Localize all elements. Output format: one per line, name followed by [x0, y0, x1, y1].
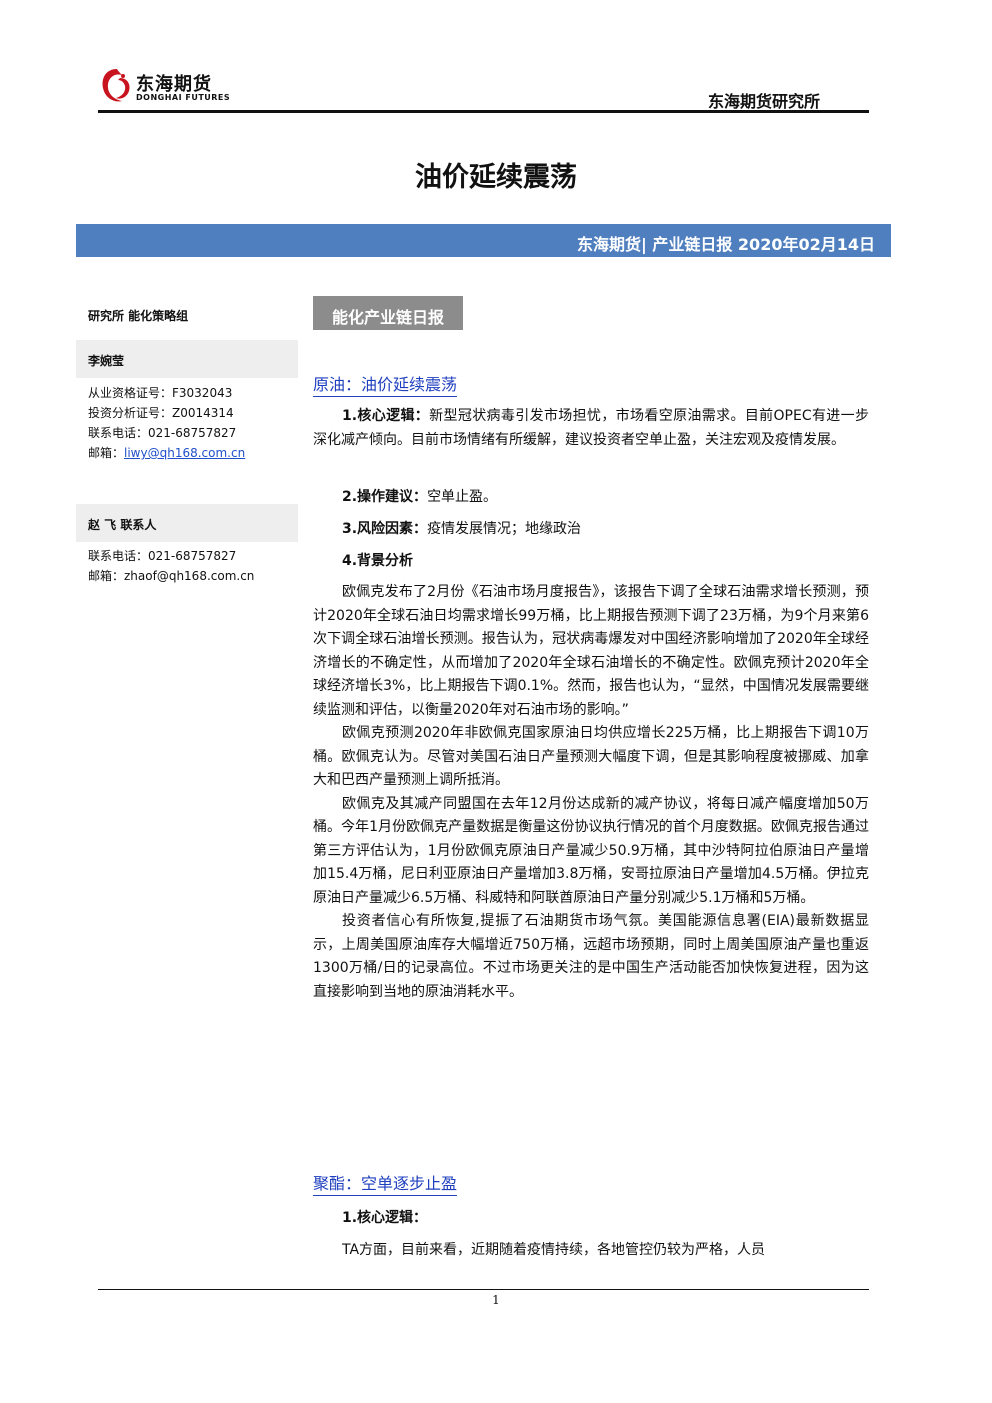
analyst-qualification: 从业资格证号：F3032043 — [88, 386, 233, 400]
crude-background-label: 4.背景分析 — [313, 550, 869, 574]
polyester-text: TA方面，目前来看，近期随着疫情持续，各地管控仍较为严格，人员 — [313, 1239, 869, 1263]
risk-text: 疫情发展情况；地缘政治 — [427, 521, 582, 537]
logic-text: 新型冠状病毒引发市场担忧，市场看空原油需求。目前OPEC有进一步深化减产倾向。目… — [313, 408, 869, 448]
sidebar-org: 研究所 能化策略组 — [88, 309, 189, 323]
polyester-paragraph-1: TA方面，目前来看，近期随着疫情持续，各地管控仍较为严格，人员 — [342, 1242, 766, 1258]
analyst-name-band: 李婉莹 — [76, 340, 298, 378]
page-number: 1 — [492, 1293, 500, 1307]
logo-chinese-text: 东海期货 — [136, 74, 212, 95]
polyester-logic-label: 1.核心逻辑： — [313, 1207, 869, 1231]
background-label: 4.背景分析 — [342, 553, 414, 569]
analyst-email-link[interactable]: liwy@qh168.com.cn — [124, 446, 246, 460]
background-paragraph-4: 投资者信心有所恢复,提振了石油期货市场气氛。美国能源信息署(EIA)最新数据显示… — [313, 913, 869, 1000]
banner-text: 东海期货| 产业链日报 2020年02月14日 — [576, 235, 875, 254]
crude-advice: 2.操作建议：空单止盈。 — [313, 486, 869, 510]
risk-label: 3.风险因素： — [342, 521, 428, 537]
contact-phone: 联系电话：021-68757827 — [88, 549, 237, 563]
crude-background-text: 欧佩克发布了2月份《石油市场月度报告》，该报告下调了全球石油需求增长预测，预计2… — [313, 581, 869, 1004]
header-divider — [98, 110, 869, 113]
background-paragraph-2: 欧佩克预测2020年非欧佩克国家原油日均供应增长225万桶，比上期报告下调10万… — [313, 725, 869, 788]
crude-logic-block: 1.核心逻辑：新型冠状病毒引发市场担忧，市场看空原油需求。目前OPEC有进一步深… — [313, 405, 869, 452]
email-label: 邮箱： — [88, 446, 125, 460]
logo-english-text: DONGHAI FUTURES — [136, 93, 231, 102]
analyst-name: 李婉莹 — [88, 354, 125, 368]
analyst-invest-cert: 投资分析证号：Z0014314 — [88, 406, 234, 420]
footer-divider — [98, 1289, 869, 1290]
background-paragraph-3: 欧佩克及其减产同盟国在去年12月份达成新的减产协议，将每日减产幅度增加50万桶。… — [313, 795, 869, 906]
report-type-label: 能化产业链日报 — [331, 308, 444, 327]
crude-risk: 3.风险因素：疫情发展情况；地缘政治 — [313, 518, 869, 542]
logic-label: 1.核心逻辑： — [342, 408, 430, 424]
institute-name: 东海期货研究所 — [707, 92, 820, 111]
contact-name-band: 赵 飞 联系人 — [76, 504, 298, 542]
report-banner: 东海期货| 产业链日报 2020年02月14日 — [76, 224, 891, 257]
advice-label: 2.操作建议： — [342, 489, 428, 505]
dragon-logo-icon — [102, 69, 130, 102]
section-heading-crude[interactable]: 原油：油价延续震荡 — [313, 371, 458, 397]
report-type-tag: 能化产业链日报 — [313, 296, 463, 330]
analyst-phone: 联系电话：021-68757827 — [88, 426, 237, 440]
crude-logic-paragraph: 1.核心逻辑：新型冠状病毒引发市场担忧，市场看空原油需求。目前OPEC有进一步深… — [313, 405, 869, 452]
polyester-logic-label-text: 1.核心逻辑： — [342, 1210, 428, 1226]
page-title: 油价延续震荡 — [415, 162, 577, 193]
advice-text: 空单止盈。 — [427, 489, 498, 505]
background-paragraph-1: 欧佩克发布了2月份《石油市场月度报告》，该报告下调了全球石油需求增长预测，预计2… — [313, 584, 869, 718]
section-heading-polyester[interactable]: 聚酯：空单逐步止盈 — [313, 1170, 458, 1196]
contact-email: 邮箱：zhaof@qh168.com.cn — [88, 569, 255, 583]
contact-name: 赵 飞 联系人 — [88, 518, 157, 532]
company-logo: 东海期货 DONGHAI FUTURES — [98, 66, 231, 108]
analyst-email-row: 邮箱：liwy@qh168.com.cn — [88, 444, 245, 461]
